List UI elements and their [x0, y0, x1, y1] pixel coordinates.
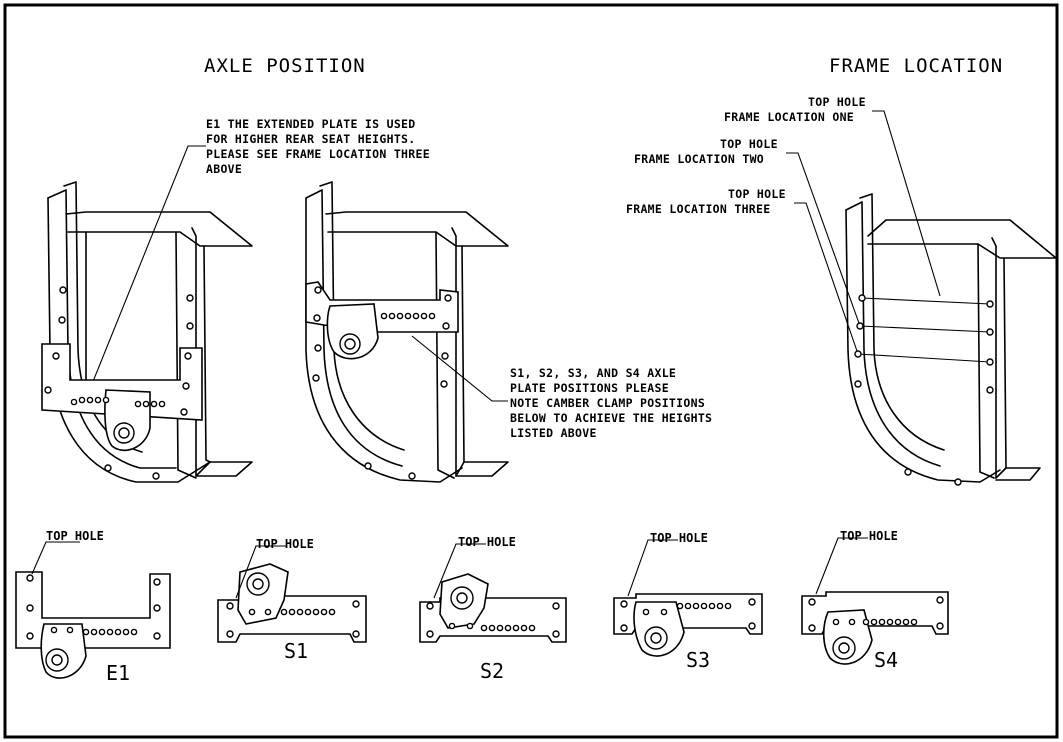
callout-three-frame-location: FRAME LOCATION THREE — [626, 202, 770, 216]
plate-e1-label: E1 — [106, 661, 130, 685]
title-frame-location: FRAME LOCATION — [829, 55, 1003, 77]
callout-one-frame-location: FRAME LOCATION ONE — [724, 110, 854, 124]
plate-s1-callout: TOP HOLE — [256, 537, 314, 551]
note-s-line-2: PLATE POSITIONS PLEASE — [510, 381, 669, 395]
callout-two-leader — [786, 152, 861, 327]
note-s-positions: S1, S2, S3, AND S4 AXLE PLATE POSITIONS … — [411, 335, 712, 440]
note-s-leader — [411, 335, 508, 402]
plate-s2-label: S2 — [480, 659, 504, 683]
plate-s1: TOP HOLE S1 — [217, 537, 367, 663]
plate-s1-label: S1 — [284, 639, 308, 663]
callout-two-top-hole: TOP HOLE — [720, 137, 778, 151]
plate-e1-callout: TOP HOLE — [46, 529, 104, 543]
note-e1-line-2: FOR HIGHER REAR SEAT HEIGHTS. — [206, 132, 415, 146]
note-e1-leader — [91, 145, 206, 385]
title-axle-position: AXLE POSITION — [204, 55, 366, 77]
note-s-line-1: S1, S2, S3, AND S4 AXLE — [510, 366, 676, 380]
note-e1-line-4: ABOVE — [206, 162, 242, 176]
note-e1-line-3: PLEASE SEE FRAME LOCATION THREE — [206, 147, 430, 161]
plate-s3-callout: TOP HOLE — [650, 531, 708, 545]
note-e1: E1 THE EXTENDED PLATE IS USED FOR HIGHER… — [91, 117, 430, 385]
plate-s4: TOP HOLE S4 — [801, 529, 949, 672]
plate-s2: TOP HOLE S2 — [419, 535, 567, 683]
sheet-border — [3, 3, 1059, 739]
note-s-line-5: LISTED ABOVE — [510, 426, 597, 440]
plate-s4-callout: TOP HOLE — [840, 529, 898, 543]
plate-s4-label: S4 — [874, 648, 898, 672]
frame-callouts: TOP HOLE FRAME LOCATION ONE TOP HOLE FRA… — [626, 95, 941, 355]
note-s-line-4: BELOW TO ACHIEVE THE HEIGHTS — [510, 411, 712, 425]
plate-e1: TOP HOLE E1 — [15, 529, 171, 685]
frame-assembly-e1 — [41, 181, 253, 483]
callout-three-top-hole: TOP HOLE — [728, 187, 786, 201]
frame-assembly-locations — [845, 193, 1057, 486]
callout-one-top-hole: TOP HOLE — [808, 95, 866, 109]
plate-s2-callout: TOP HOLE — [458, 535, 516, 549]
callout-one-leader — [872, 110, 941, 297]
callout-three-leader — [794, 202, 859, 355]
note-s-line-3: NOTE CAMBER CLAMP POSITIONS — [510, 396, 705, 410]
plate-s3-label: S3 — [686, 648, 710, 672]
note-e1-line-1: E1 THE EXTENDED PLATE IS USED — [206, 117, 415, 131]
frame-assembly-s — [305, 181, 509, 483]
plate-s3: TOP HOLE S3 — [613, 531, 763, 672]
callout-two-frame-location: FRAME LOCATION TWO — [634, 152, 764, 166]
